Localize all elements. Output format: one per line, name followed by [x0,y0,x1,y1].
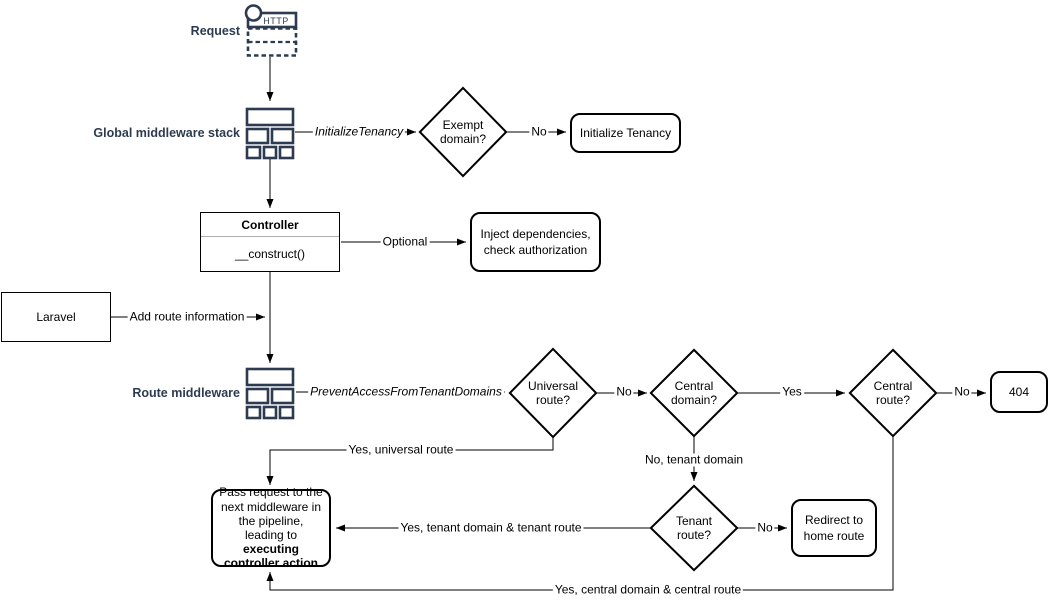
http-request-icon: HTTP [244,3,298,57]
decision-tenant-route: Tenant route? [650,485,738,571]
edge-label-no-tenant-domain: No, tenant domain [642,452,746,467]
edge-label-yes-central-domain-route: Yes, central domain & central route [552,582,744,597]
decision-exempt-domain: Exempt domain? [419,87,507,177]
node-redirect-home: Redirect to home route [791,499,877,557]
middleware-stack-icon [245,107,295,160]
edge-label-initialize-tenancy: InitializeTenancy [312,124,406,139]
edge-label-central-route-no: No [952,384,972,399]
pass-request-text: Pass request to the next middleware in t… [219,485,323,571]
decision-tenant-route-label: Tenant route? [675,514,713,542]
decision-central-domain-label: Central domain? [670,379,718,407]
edge-label-optional: Optional [380,234,430,249]
global-middleware-label: Global middleware stack [93,126,240,140]
node-controller: Controller __construct() [200,212,340,272]
decision-exempt-domain-label: Exempt domain? [439,118,487,146]
decision-central-route: Central route? [849,349,937,437]
controller-title: Controller [201,213,339,237]
edge-label-yes-universal-route: Yes, universal route [346,442,456,457]
controller-method: __construct() [234,247,306,261]
middleware-stack-icon [245,367,295,420]
edge-label-yes-tenant-domain-route: Yes, tenant domain & tenant route [398,520,584,535]
edge-label-tenant-route-no: No [755,520,775,535]
decision-central-route-label: Central route? [873,379,913,407]
decision-central-domain: Central domain? [650,349,738,437]
edge-label-central-domain-yes: Yes [780,384,804,399]
node-404: 404 [990,371,1048,413]
route-middleware-label: Route middleware [132,386,240,400]
edge-label-universal-no: No [614,384,634,399]
edge-label-prevent-access: PreventAccessFromTenantDomains [308,384,504,399]
request-label: Request [190,24,240,38]
node-inject-dependencies: Inject dependencies, check authorization [470,212,601,272]
edge-label-add-route-information: Add route information [127,309,247,324]
decision-universal-route: Universal route? [509,348,597,438]
decision-universal-route-label: Universal route? [527,379,578,407]
node-pass-request: Pass request to the next middleware in t… [211,485,331,570]
node-initialize-tenancy: Initialize Tenancy [570,113,681,153]
node-laravel: Laravel [1,292,111,342]
http-icon-text: HTTP [263,16,289,26]
edge-label-exempt-no: No [529,124,549,139]
